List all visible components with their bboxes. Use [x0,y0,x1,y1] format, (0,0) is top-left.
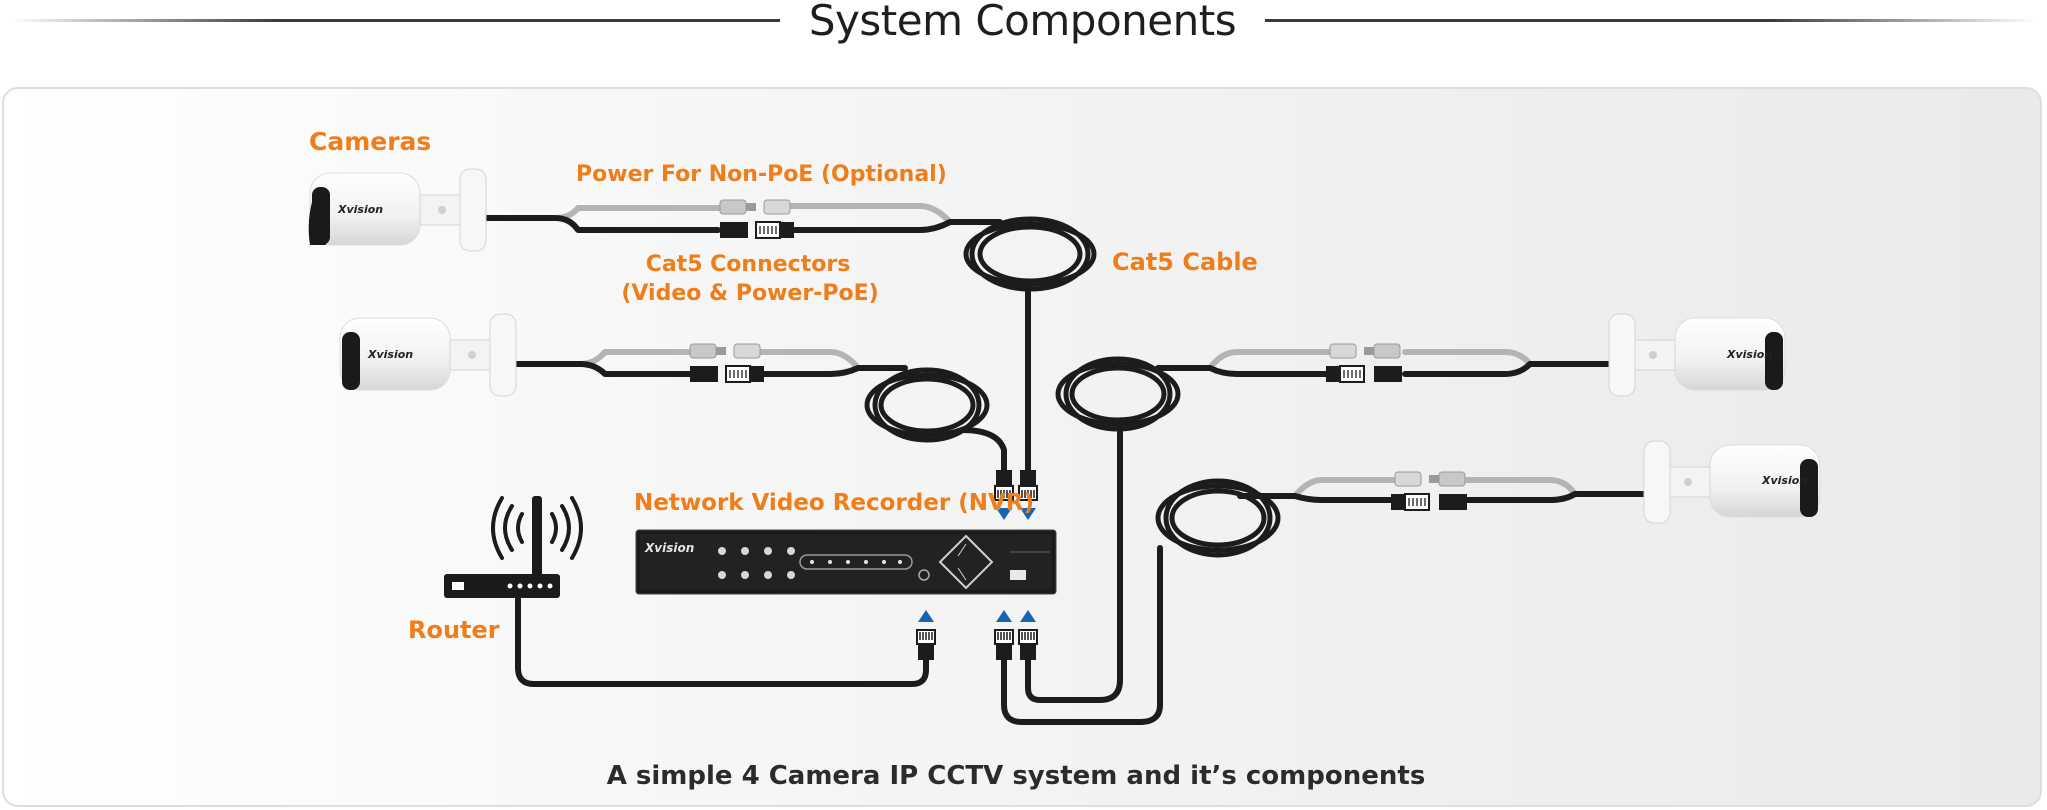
cat5-leads [475,215,1663,503]
camera-3 [1608,313,1786,397]
camera-3-brand: Xvision [1726,348,1772,361]
inline-connectors-camera4 [1391,471,1467,511]
arrow-down-right [1020,508,1036,520]
rj45-plug-top-left [994,470,1014,501]
label-cat5-cable: Cat5 Cable [1112,248,1258,276]
rj45-connectors [689,199,1467,660]
nvr-brand: Xvision [644,541,694,555]
nvr-ir-sensor [918,569,930,581]
nvr-cable-runs [515,281,1163,725]
heading-rule-left [10,19,780,22]
nvr-usb-port [1010,570,1026,580]
label-cat5-connectors: Cat5 Connectors [646,252,851,277]
camera-4-brand: Xvision [1761,474,1807,487]
cables [475,203,1663,725]
label-power: Power For Non-PoE (Optional) [576,162,947,187]
wifi-signal-icon [491,496,583,560]
camera-4 [1643,440,1821,524]
camera-2: Xvision [339,313,517,397]
router-device [444,496,583,598]
router-antenna [532,496,542,576]
page-heading: System Components [0,0,2047,45]
nvr-front-buttons [718,547,795,579]
camera-1-brand: Xvision [337,203,383,216]
inline-connectors-camera2 [689,343,764,383]
arrow-up-right [1020,610,1036,622]
nvr-dpad [938,534,994,590]
rj45-plug-bottom-right [1018,629,1038,660]
page-title: System Components [808,0,1237,45]
label-nvr: Network Video Recorder (NVR) [634,490,1034,516]
rj45-plug-router [916,629,936,660]
inline-connectors-camera3 [1326,343,1402,383]
cable-coils [864,216,1281,558]
signal-arrows [918,508,1036,622]
rj45-plug-top-right [1018,470,1038,501]
arrow-up-router [918,610,934,622]
rj45-plug-bottom-left [994,629,1014,660]
diagram-caption: A simple 4 Camera IP CCTV system and it’… [607,761,1426,791]
label-cameras: Cameras [309,127,431,156]
power-leads [475,203,1663,499]
inline-connectors-camera1 [719,199,794,239]
nvr-led-strip [799,554,913,570]
label-cat5-connectors-sub: (Video & Power-PoE) [621,281,878,306]
arrow-down-left [996,508,1012,520]
arrow-up-left [996,610,1012,622]
camera-1: Xvision [308,168,487,252]
nvr-device: Xvision [635,529,1057,595]
camera-2-brand: Xvision [367,348,413,361]
heading-rule-right [1265,19,2037,22]
label-router: Router [408,616,500,644]
